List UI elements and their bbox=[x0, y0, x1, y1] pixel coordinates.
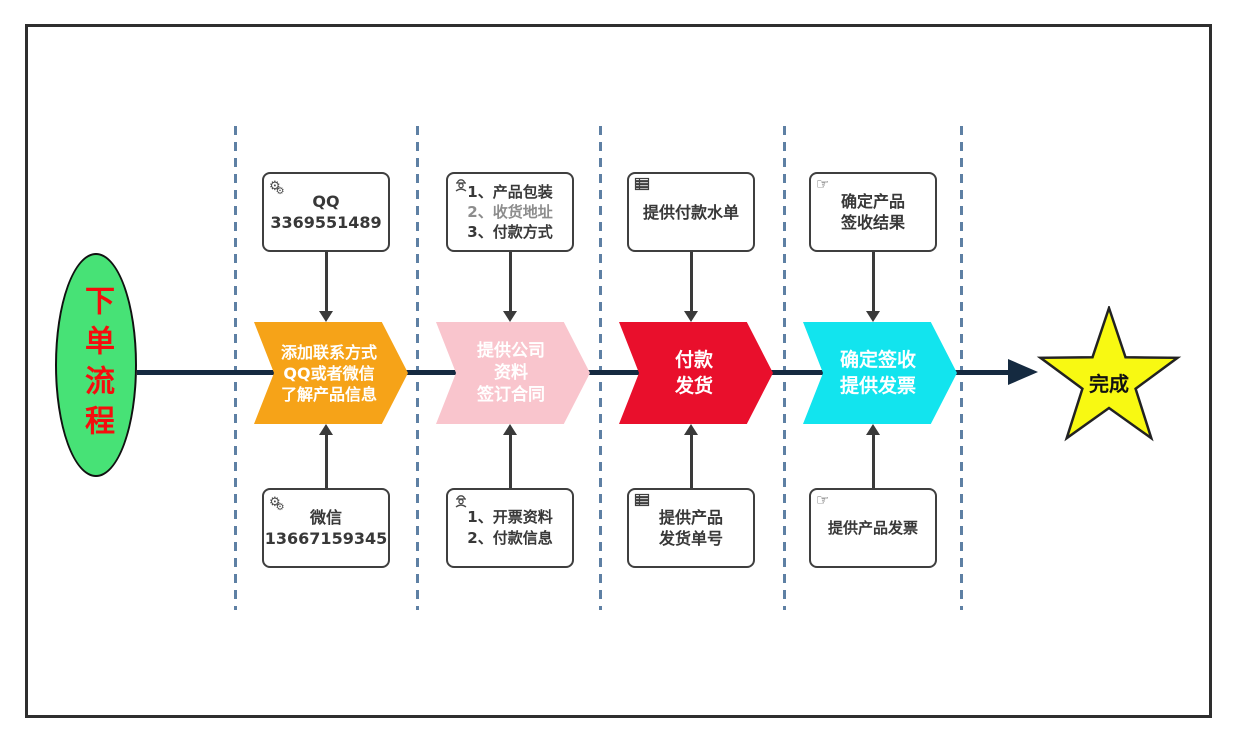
lane-divider bbox=[416, 126, 419, 610]
info-box-top-2: 1、产品包装 2、收货地址 3、付款方式 bbox=[446, 172, 574, 252]
connector-arrow-down bbox=[503, 311, 517, 322]
connector-arrow-down bbox=[319, 311, 333, 322]
gears-icon: ⚙⚙ bbox=[269, 179, 285, 197]
finish-label: 完成 bbox=[1089, 372, 1129, 396]
info-box-text: 微信 13667159345 bbox=[264, 508, 388, 548]
connector-line bbox=[872, 252, 875, 312]
process-step-3: 付款 发货 bbox=[619, 322, 773, 424]
info-box-bottom-1: ⚙⚙ 微信 13667159345 bbox=[262, 488, 390, 568]
connector-arrow-up bbox=[866, 424, 880, 435]
start-label: 下单流程 bbox=[79, 285, 114, 445]
connector-line bbox=[872, 434, 875, 488]
process-step-4: 确定签收 提供发票 bbox=[803, 322, 957, 424]
process-step-1: 添加联系方式 QQ或者微信 了解产品信息 bbox=[254, 322, 408, 424]
connector-line bbox=[509, 252, 512, 312]
info-box-top-1: ⚙⚙ QQ 3369551489 bbox=[262, 172, 390, 252]
info-box-text: 1、产品包装 2、收货地址 3、付款方式 bbox=[467, 183, 553, 241]
connector-line bbox=[690, 252, 693, 312]
info-box-text: 提供付款水单 bbox=[642, 202, 739, 222]
worker-icon bbox=[453, 177, 469, 196]
connector-arrow-down bbox=[684, 311, 698, 322]
info-box-bottom-3: 提供产品 发货单号 bbox=[627, 488, 755, 568]
info-box-bottom-2: 1、开票资料 2、付款信息 bbox=[446, 488, 574, 568]
lane-divider bbox=[960, 126, 963, 610]
lane-divider bbox=[234, 126, 237, 610]
star-shape bbox=[1036, 304, 1182, 442]
connector-arrow-up bbox=[684, 424, 698, 435]
connector-line bbox=[325, 434, 328, 488]
finish-node bbox=[1030, 304, 1188, 448]
lane-divider bbox=[599, 126, 602, 610]
table-icon bbox=[634, 493, 650, 510]
connector-line bbox=[690, 434, 693, 488]
info-box-bottom-4: ☞ 提供产品发票 bbox=[809, 488, 937, 568]
info-box-text: 提供产品发票 bbox=[827, 518, 918, 537]
worker-icon bbox=[453, 493, 469, 512]
info-box-text: QQ 3369551489 bbox=[270, 192, 382, 232]
info-box-top-4: ☞ 确定产品 签收结果 bbox=[809, 172, 937, 252]
info-box-top-3: 提供付款水单 bbox=[627, 172, 755, 252]
hand-icon: ☞ bbox=[816, 175, 830, 193]
info-box-text: 确定产品 签收结果 bbox=[840, 192, 905, 232]
gears-icon: ⚙⚙ bbox=[269, 495, 285, 513]
start-node: 下单流程 bbox=[55, 253, 137, 477]
info-box-text: 提供产品 发货单号 bbox=[658, 508, 723, 548]
connector-line bbox=[325, 252, 328, 312]
process-step-2: 提供公司 资料 签订合同 bbox=[436, 322, 590, 424]
table-icon bbox=[634, 177, 650, 194]
main-flow-arrowhead bbox=[1008, 359, 1038, 385]
connector-arrow-up bbox=[319, 424, 333, 435]
hand-icon: ☞ bbox=[816, 491, 830, 509]
info-box-text: 1、开票资料 2、付款信息 bbox=[467, 508, 553, 547]
lane-divider bbox=[783, 126, 786, 610]
connector-arrow-up bbox=[503, 424, 517, 435]
connector-line bbox=[509, 434, 512, 488]
connector-arrow-down bbox=[866, 311, 880, 322]
